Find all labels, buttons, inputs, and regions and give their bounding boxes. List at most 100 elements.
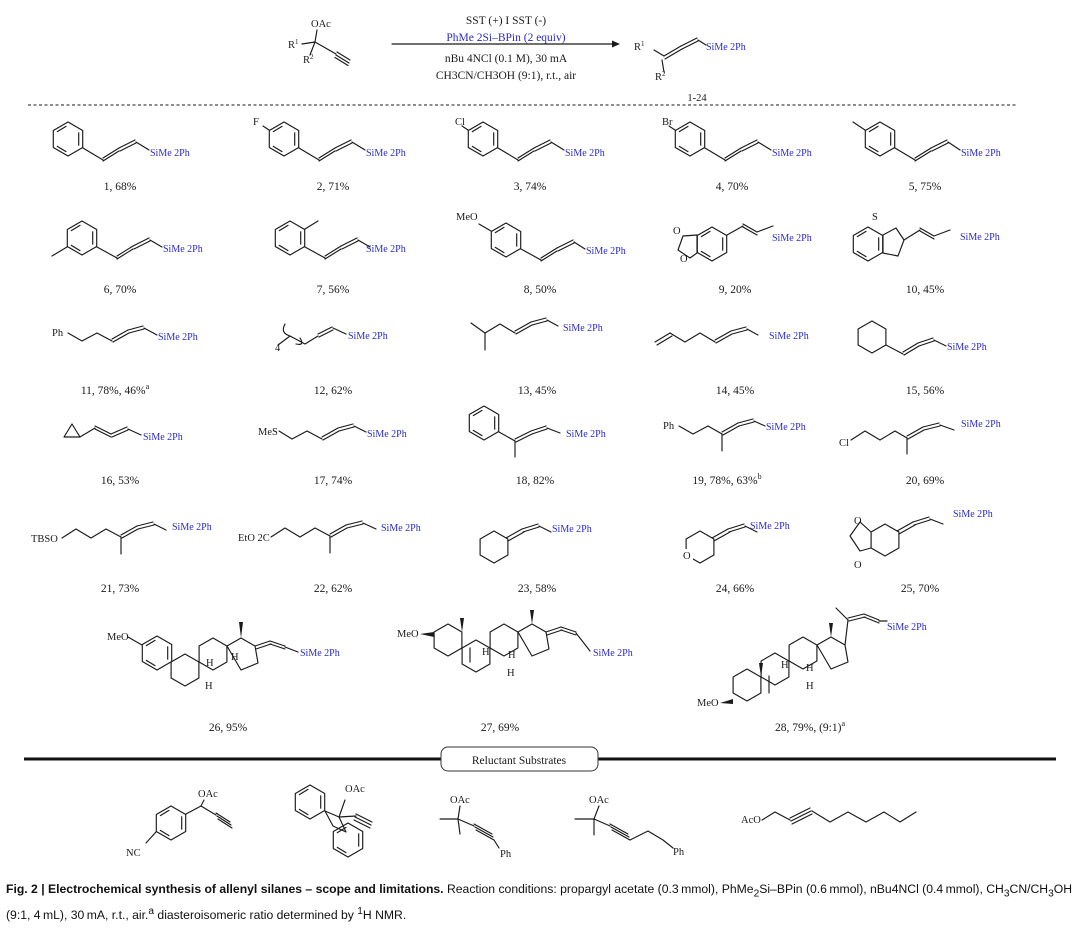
compound-25: O O SiMe 2Ph 25, 70% [849, 509, 993, 595]
svg-text:9, 20%: 9, 20% [719, 284, 752, 296]
svg-text:SiMe 2Ph: SiMe 2Ph [772, 148, 812, 159]
svg-text:Ph: Ph [673, 847, 685, 858]
svg-text:R2: R2 [655, 70, 666, 83]
reluctant-substrate-alkyl: AcO [741, 807, 917, 826]
svg-text:SiMe 2Ph: SiMe 2Ph [586, 246, 626, 257]
svg-text:H: H [482, 647, 490, 658]
svg-text:Cl: Cl [839, 438, 849, 449]
reluctant-substrate-dimethyl-phenyl: OAc Ph [439, 795, 512, 860]
svg-text:H: H [781, 660, 789, 671]
svg-text:12, 62%: 12, 62% [314, 385, 353, 397]
compound-15: SiMe 2Ph 15, 56% [857, 320, 987, 397]
compound-14: SiMe 2Ph 14, 45% [654, 326, 809, 397]
compound-3: Cl SiMe 2Ph 3, 74% [455, 117, 605, 193]
svg-text:6, 70%: 6, 70% [104, 284, 137, 296]
svg-text:24, 66%: 24, 66% [716, 583, 755, 595]
svg-text:14, 45%: 14, 45% [716, 385, 755, 397]
svg-text:O: O [854, 516, 862, 527]
product-range-label: 1-24 [687, 93, 707, 104]
svg-text:SiMe 2Ph: SiMe 2Ph [961, 148, 1001, 159]
svg-text:H: H [507, 668, 515, 679]
svg-text:SiMe 2Ph: SiMe 2Ph [887, 622, 927, 633]
svg-text:H: H [205, 681, 213, 692]
reluctant-substrates-title: Reluctant Substrates [472, 755, 567, 767]
svg-text:SiMe 2Ph: SiMe 2Ph [766, 422, 806, 433]
compound-20: Cl SiMe 2Ph 20, 69% [839, 419, 1001, 487]
svg-text:SiMe 2Ph: SiMe 2Ph [143, 432, 183, 443]
svg-text:O: O [680, 254, 688, 265]
compound-7: SiMe 2Ph 7, 56% [274, 220, 406, 296]
compound-8: MeO SiMe 2Ph 8, 50% [456, 212, 626, 296]
reluctant-substrate-fluorenyl: OAc [294, 784, 373, 858]
svg-text:8, 50%: 8, 50% [524, 284, 557, 296]
svg-text:OAc: OAc [311, 19, 331, 30]
svg-text:11, 78%, 46%a: 11, 78%, 46%a [81, 382, 150, 397]
compound-2: F SiMe 2Ph 2, 71% [253, 117, 406, 193]
svg-text:F: F [253, 117, 259, 128]
svg-text:SiMe 2Ph: SiMe 2Ph [565, 148, 605, 159]
svg-text:H: H [806, 681, 814, 692]
svg-text:R1: R1 [634, 40, 645, 53]
svg-text:TBSO: TBSO [31, 534, 58, 545]
svg-text:SiMe 2Ph: SiMe 2Ph [961, 419, 1001, 430]
svg-text:10, 45%: 10, 45% [906, 284, 945, 296]
compound-21: TBSO SiMe 2Ph 21, 73% [31, 521, 212, 595]
svg-text:PhMe 2Si–BPin (2 equiv): PhMe 2Si–BPin (2 equiv) [446, 32, 565, 44]
product-general-allenylsilane: R1 R2 SiMe 2Ph [634, 37, 746, 83]
reaction-conditions: SST (+) I SST (-) PhMe 2Si–BPin (2 equiv… [436, 15, 576, 82]
svg-text:17, 74%: 17, 74% [314, 475, 353, 487]
compound-22: EtO 2C SiMe 2Ph 22, 62% [238, 520, 421, 595]
svg-text:3, 74%: 3, 74% [514, 181, 547, 193]
svg-text:OAc: OAc [450, 795, 470, 806]
svg-text:R2: R2 [303, 53, 314, 66]
svg-text:20, 69%: 20, 69% [906, 475, 945, 487]
caption-title: Fig. 2 | Electrochemical synthesis of al… [6, 882, 444, 896]
compound-1: SiMe 2Ph 1, 68% [52, 121, 190, 193]
reluctant-substrate-cyano: NC OAc [126, 789, 233, 859]
svg-text:O: O [673, 226, 681, 237]
svg-text:SiMe 2Ph: SiMe 2Ph [366, 244, 406, 255]
svg-text:Cl: Cl [455, 117, 465, 128]
compound-28: MeO H H H SiMe 2Ph 28, 79%, (9:1)a [697, 607, 927, 734]
svg-text:SiMe 2Ph: SiMe 2Ph [366, 148, 406, 159]
svg-text:S: S [872, 212, 878, 223]
reaction-scheme-header: OAc R1 R2 SST (+) I SST (-) PhMe 2Si–BPi… [28, 15, 1018, 106]
svg-text:AcO: AcO [741, 815, 761, 826]
svg-text:SiMe 2Ph: SiMe 2Ph [566, 429, 606, 440]
svg-text:15, 56%: 15, 56% [906, 385, 945, 397]
svg-text:28, 79%, (9:1)a: 28, 79%, (9:1)a [775, 719, 845, 734]
compound-13: SiMe 2Ph 13, 45% [470, 317, 603, 397]
svg-text:MeS: MeS [258, 427, 278, 438]
compound-6: SiMe 2Ph 6, 70% [51, 220, 203, 296]
svg-text:25, 70%: 25, 70% [901, 583, 940, 595]
compound-23: SiMe 2Ph 23, 58% [479, 523, 592, 595]
svg-text:SiMe 2Ph: SiMe 2Ph [947, 342, 987, 353]
svg-text:SiMe 2Ph: SiMe 2Ph [772, 233, 812, 244]
svg-text:OAc: OAc [198, 789, 218, 800]
svg-text:SiMe 2Ph: SiMe 2Ph [960, 232, 1000, 243]
figure-caption: Fig. 2 | Electrochemical synthesis of al… [6, 882, 1073, 923]
svg-text:4, 70%: 4, 70% [716, 181, 749, 193]
svg-text:SiMe 2Ph: SiMe 2Ph [158, 332, 198, 343]
compound-5: SiMe 2Ph 5, 75% [852, 121, 1001, 193]
svg-text:2, 71%: 2, 71% [317, 181, 350, 193]
svg-text:SiMe 2Ph: SiMe 2Ph [367, 429, 407, 440]
compound-12: 4 SiMe 2Ph 12, 62% [275, 323, 388, 397]
compound-17: MeS SiMe 2Ph 17, 74% [258, 423, 407, 487]
svg-text:27, 69%: 27, 69% [481, 722, 520, 734]
svg-text:OAc: OAc [345, 784, 365, 795]
svg-text:18, 82%: 18, 82% [516, 475, 555, 487]
compound-16: SiMe 2Ph 16, 53% [63, 423, 183, 487]
svg-text:MeO: MeO [456, 212, 478, 223]
svg-text:OAc: OAc [589, 795, 609, 806]
reluctant-substrates-badge [440, 746, 599, 772]
svg-text:SiMe 2Ph: SiMe 2Ph [953, 509, 993, 520]
svg-text:Ph: Ph [663, 421, 675, 432]
svg-text:23, 58%: 23, 58% [518, 583, 557, 595]
svg-text:13, 45%: 13, 45% [518, 385, 557, 397]
svg-text:MeO: MeO [397, 629, 419, 640]
svg-text:H: H [206, 658, 214, 669]
svg-text:H: H [508, 650, 516, 661]
svg-text:CH3CN/CH3OH (9:1), r.t., air: CH3CN/CH3OH (9:1), r.t., air [436, 70, 576, 82]
svg-text:4: 4 [275, 343, 281, 354]
